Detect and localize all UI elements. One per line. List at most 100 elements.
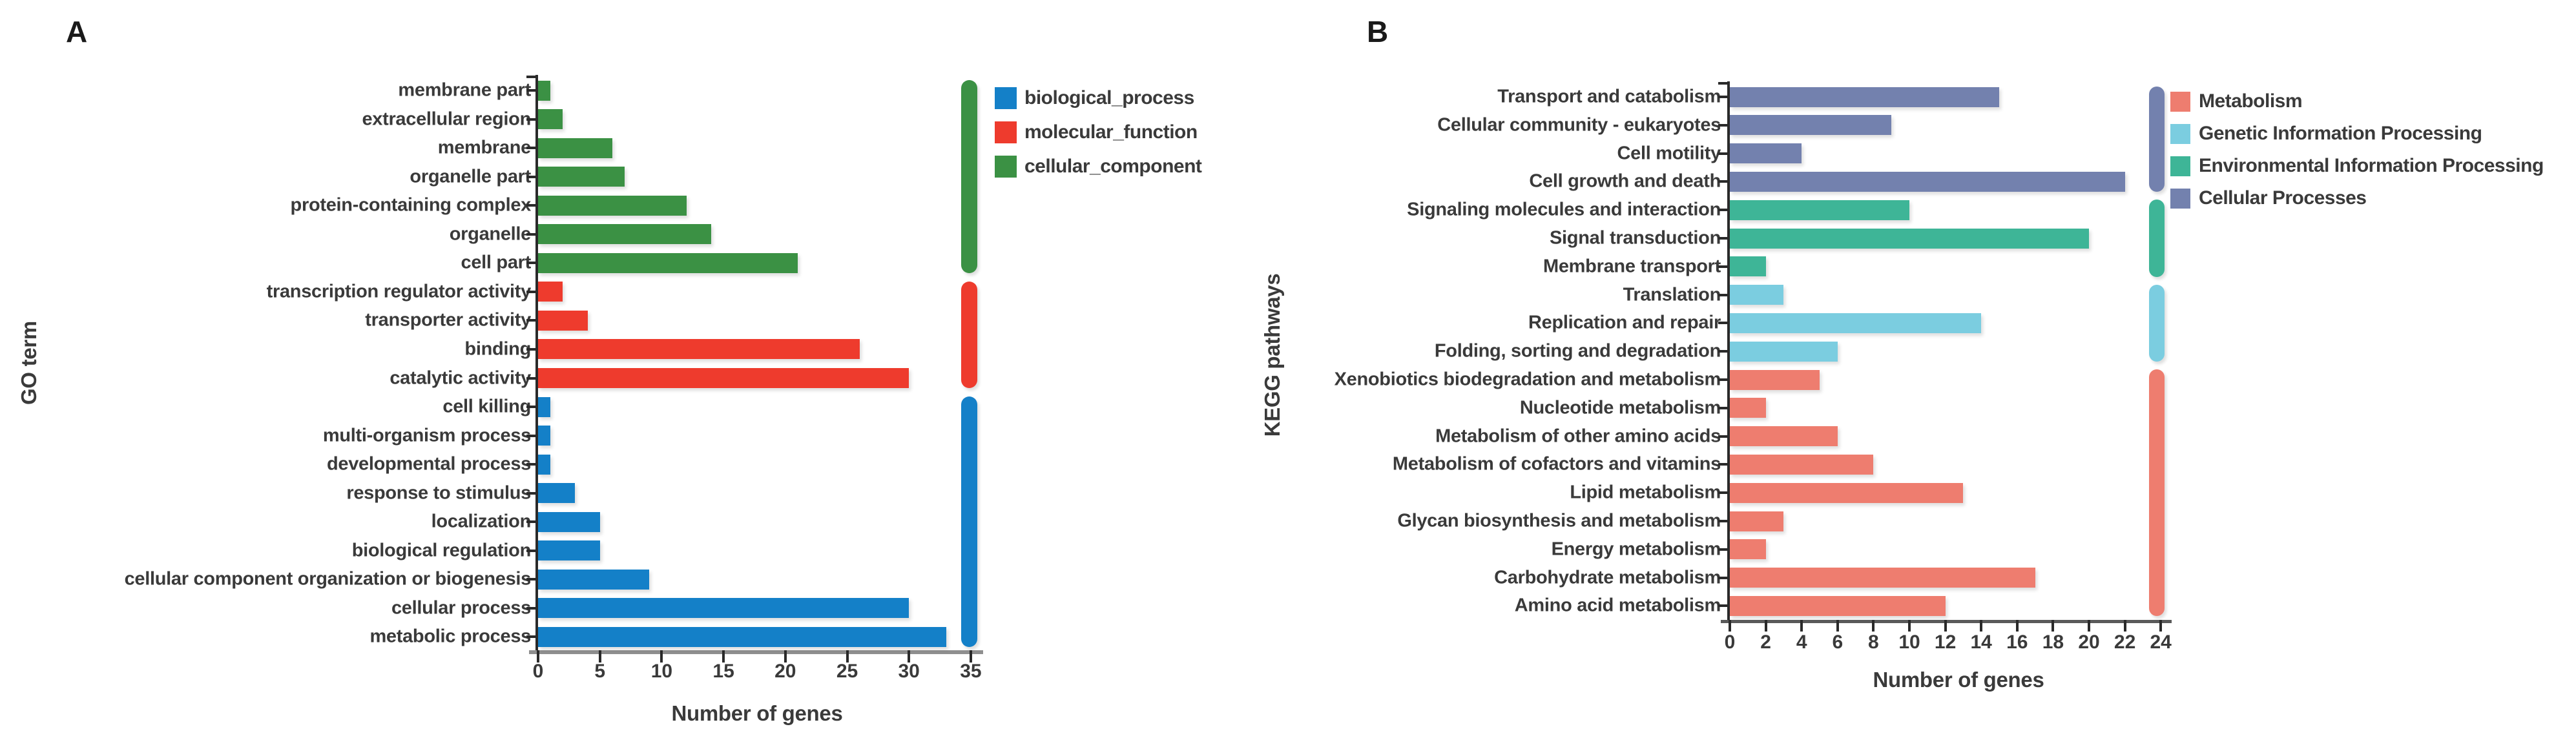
category-label-membrane-part: membrane part xyxy=(398,79,531,101)
legend-label-molecular-function: molecular_function xyxy=(1024,121,1198,143)
group-capsule-molecular-function xyxy=(961,281,977,389)
category-label-signal-transduction: Signal transduction xyxy=(1550,227,1721,249)
bar-biological-regulation xyxy=(538,540,600,561)
x-tick-b-20 xyxy=(2088,620,2090,632)
category-label-metabolism-of-cofactors-and-vitamins: Metabolism of cofactors and vitamins xyxy=(1392,453,1721,475)
category-tick-cellular-community-eukaryotes xyxy=(1718,123,1728,127)
x-tick-a-15 xyxy=(722,650,725,663)
bar-energy-metabolism xyxy=(1730,539,1766,560)
bar-xenobiotics-biodegradation-and-metabolism xyxy=(1730,369,1820,390)
category-label-translation: Translation xyxy=(1623,284,1721,305)
category-tick-transporter-activity xyxy=(526,319,536,322)
x-tick-a-0 xyxy=(537,650,539,663)
bar-cell-part xyxy=(538,252,798,273)
y-axis-top-tick-a xyxy=(526,76,536,78)
category-tick-lipid-metabolism xyxy=(1718,491,1728,495)
category-label-biological-regulation: biological regulation xyxy=(351,540,532,561)
category-label-developmental-process: developmental process xyxy=(326,453,531,475)
x-tick-label-b-16: 16 xyxy=(2006,632,2028,653)
x-tick-label-b-14: 14 xyxy=(1970,632,1992,653)
bar-metabolic-process xyxy=(538,626,946,647)
x-tick-b-24 xyxy=(2159,620,2163,632)
bar-protein-containing-complex xyxy=(538,195,687,216)
category-tick-metabolic-process xyxy=(526,635,536,639)
category-label-response-to-stimulus: response to stimulus xyxy=(346,482,531,504)
category-tick-membrane-transport xyxy=(1718,265,1728,268)
group-capsule-metabolism xyxy=(2149,369,2165,617)
category-tick-replication-and-repair xyxy=(1718,322,1728,325)
category-tick-organelle xyxy=(526,232,536,236)
bar-glycan-biosynthesis-and-metabolism xyxy=(1730,511,1784,531)
x-tick-a-5 xyxy=(598,650,601,663)
bar-metabolism-of-cofactors-and-vitamins xyxy=(1730,454,1874,475)
group-capsule-cellular-processes xyxy=(2149,87,2165,192)
bar-replication-and-repair xyxy=(1730,313,1982,333)
x-tick-b-0 xyxy=(1729,620,1731,632)
x-tick-label-b-24: 24 xyxy=(2150,632,2172,653)
x-tick-b-10 xyxy=(1908,620,1911,632)
category-tick-xenobiotics-biodegradation-and-metabolism xyxy=(1718,378,1728,381)
category-label-cell-part: cell part xyxy=(461,252,531,273)
category-tick-cell-growth-and-death xyxy=(1718,180,1728,183)
x-tick-b-2 xyxy=(1764,620,1767,632)
legend-label-metabolism: Metabolism xyxy=(2199,90,2303,112)
category-label-organelle: organelle xyxy=(449,223,532,245)
bar-localization xyxy=(538,511,600,532)
category-tick-metabolism-of-other-amino-acids xyxy=(1718,435,1728,438)
category-tick-response-to-stimulus xyxy=(526,491,536,495)
panel-b-letter: B xyxy=(1367,15,1389,48)
bar-binding xyxy=(538,339,860,360)
x-tick-label-b-20: 20 xyxy=(2078,632,2100,653)
x-tick-b-6 xyxy=(1836,620,1839,632)
legend-swatch-metabolism xyxy=(2170,91,2190,112)
legend-swatch-cellular-component xyxy=(995,156,1017,178)
category-label-extracellular-region: extracellular region xyxy=(362,108,531,130)
category-tick-cell-motility xyxy=(1718,152,1728,155)
bar-multi-organism-process xyxy=(538,426,551,446)
category-tick-binding xyxy=(526,347,536,351)
category-label-multi-organism-process: multi-organism process xyxy=(322,425,531,446)
category-tick-extracellular-region xyxy=(526,118,536,121)
category-label-amino-acid-metabolism: Amino acid metabolism xyxy=(1514,595,1721,616)
bar-extracellular-region xyxy=(538,109,563,130)
category-tick-folding-sorting-and-degradation xyxy=(1718,350,1728,353)
legend-label-genetic-information-processing: Genetic Information Processing xyxy=(2199,123,2482,144)
x-tick-label-b-6: 6 xyxy=(1832,632,1844,653)
x-tick-label-b-18: 18 xyxy=(2042,632,2064,653)
category-label-signaling-molecules-and-interaction: Signaling molecules and interaction xyxy=(1407,199,1721,220)
panel-a-letter: A xyxy=(66,15,88,48)
bar-folding-sorting-and-degradation xyxy=(1730,341,1838,362)
x-tick-label-a-10: 10 xyxy=(650,661,673,682)
number-of-genes-axis-title-a: Number of genes xyxy=(671,701,843,725)
x-tick-b-22 xyxy=(2123,620,2126,632)
bar-cell-killing xyxy=(538,396,551,417)
category-label-cellular-component-organization-or-biogenesis: cellular component organization or bioge… xyxy=(124,568,532,590)
x-tick-b-8 xyxy=(1872,620,1875,632)
category-tick-biological-regulation xyxy=(526,549,536,552)
category-tick-organelle-part xyxy=(526,175,536,178)
category-label-protein-containing-complex: protein-containing complex xyxy=(290,194,532,216)
x-tick-label-a-0: 0 xyxy=(532,661,544,682)
category-tick-transport-and-catabolism xyxy=(1718,96,1728,98)
x-tick-a-10 xyxy=(660,650,663,663)
legend-label-biological-process: biological_process xyxy=(1024,87,1194,108)
category-tick-cell-part xyxy=(526,262,536,265)
legend-swatch-cellular-processes xyxy=(2170,188,2190,209)
category-tick-multi-organism-process xyxy=(526,434,536,437)
category-label-membrane-transport: Membrane transport xyxy=(1543,256,1721,277)
group-capsule-environmental-information-processing xyxy=(2149,200,2165,277)
category-tick-metabolism-of-cofactors-and-vitamins xyxy=(1718,463,1728,466)
bar-transport-and-catabolism xyxy=(1730,87,1999,107)
y-axis-line-a xyxy=(535,75,538,650)
x-tick-label-a-25: 25 xyxy=(836,661,858,682)
x-tick-b-14 xyxy=(1980,620,1983,632)
category-tick-membrane xyxy=(526,147,536,150)
x-tick-a-30 xyxy=(908,650,911,663)
x-tick-label-b-0: 0 xyxy=(1724,632,1736,653)
bar-nucleotide-metabolism xyxy=(1730,398,1766,418)
x-axis-line-a xyxy=(529,650,983,654)
bar-transporter-activity xyxy=(538,310,588,331)
category-tick-carbohydrate-metabolism xyxy=(1718,576,1728,579)
category-tick-nucleotide-metabolism xyxy=(1718,406,1728,409)
bar-amino-acid-metabolism xyxy=(1730,595,1946,616)
